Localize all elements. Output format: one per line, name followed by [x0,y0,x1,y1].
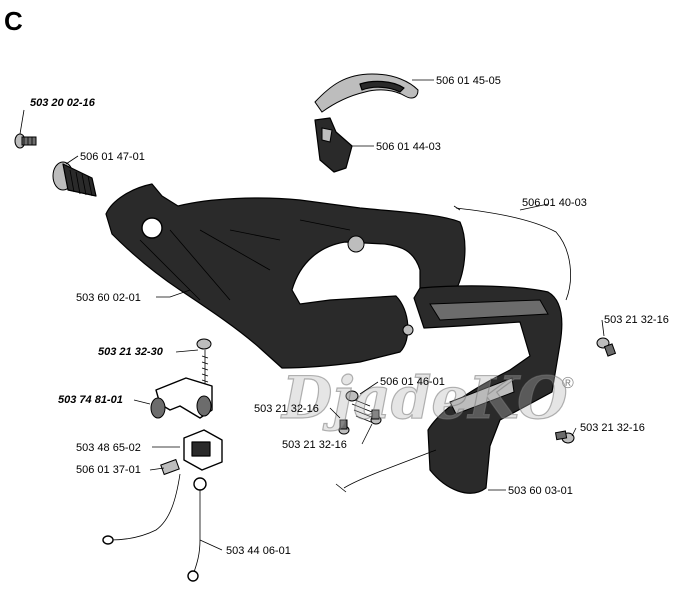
watermark-registered-mark: ® [562,375,574,392]
throttle-rod-drawing [335,449,437,493]
watermark-text: DjadeKO [280,364,568,432]
part-label: 506 01 47-01 [80,151,145,163]
part-label: 503 44 06-01 [226,545,291,557]
screw-center-right-drawing [370,409,382,425]
screw-top-left-drawing [14,133,37,149]
part-label: 506 01 46-01 [380,376,445,388]
screw-right-lower-drawing [554,430,575,444]
part-label: 503 21 32-16 [282,439,347,451]
screw-center-left-drawing [338,419,350,435]
cable-drawing [102,473,207,582]
part-label: 503 48 65-02 [76,442,141,454]
part-label: 506 01 45-05 [436,75,501,87]
spring-rubber-element-drawing [52,161,97,197]
rear-handle-drawing [105,183,466,369]
screw-long-drawing [196,338,212,392]
screw-right-top-drawing [596,337,617,357]
choke-rod-drawing [453,205,571,301]
watermark: DjadeKO ® [279,363,574,432]
part-label: 503 60 02-01 [76,292,141,304]
throttle-lock-drawing [314,117,353,173]
part-label: 503 21 32-16 [580,422,645,434]
part-label: 503 20 02-16 [30,97,96,109]
part-label: 503 60 03-01 [508,485,573,497]
part-label: 503 74 81-01 [58,394,123,406]
part-label: 506 01 40-03 [522,197,587,209]
part-label: 503 21 32-16 [604,314,669,326]
part-label: 503 21 32-30 [98,346,164,358]
part-labels: 503 20 02-16 506 01 47-01 506 01 45-05 5… [30,75,669,557]
part-label: 506 01 37-01 [76,464,141,476]
stop-switch-drawing [183,429,223,471]
connector-drawing [160,458,180,476]
part-label: 503 21 32-16 [254,403,319,415]
section-letter: C [4,6,23,36]
return-spring-drawing [345,390,377,425]
throttle-trigger-drawing [314,73,419,113]
part-label: 506 01 44-03 [376,141,441,153]
front-handle-drawing [413,285,563,494]
leader-lines [19,79,605,551]
bracket-drawing [150,377,213,419]
